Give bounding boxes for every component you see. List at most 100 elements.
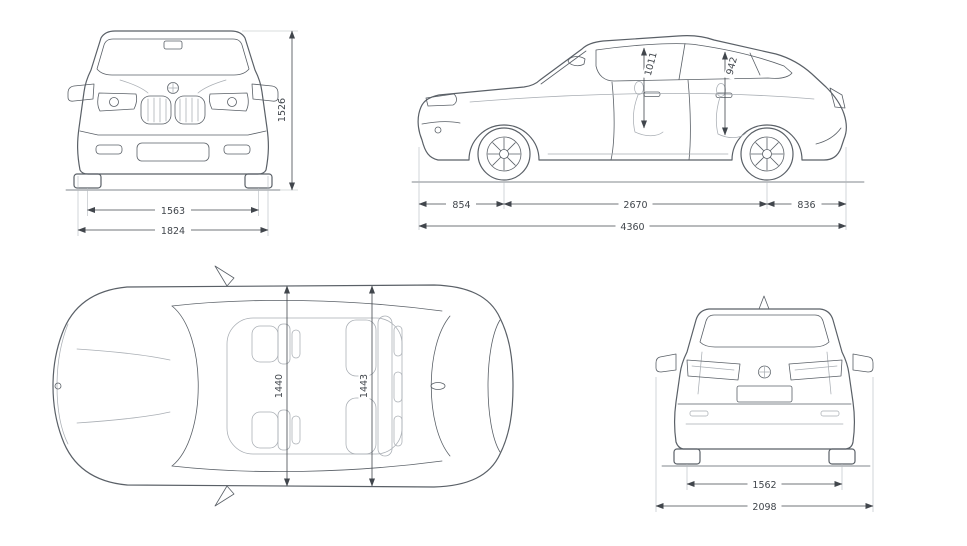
dim-width-incl-mirrors: 2098	[655, 377, 874, 513]
headlight-side	[425, 93, 457, 107]
roof-side-lines	[171, 300, 443, 472]
windshield	[96, 38, 250, 76]
right-headlight	[208, 92, 249, 112]
rear-seat	[715, 96, 747, 138]
b-pillar	[678, 43, 686, 80]
dim-rear-overhang: 836	[766, 198, 847, 211]
hatch-cut-lines	[697, 351, 832, 395]
dim-label-cabin-width-front: 1440	[274, 374, 285, 398]
left-reflector	[689, 410, 709, 417]
c-pillar	[749, 52, 761, 76]
right-taillight-detail	[794, 365, 838, 371]
left-headlight	[97, 92, 138, 112]
rear-body-outline	[673, 308, 856, 450]
right-mirror-top	[214, 485, 235, 507]
rear-seat-back	[377, 315, 393, 457]
roundel-cross	[167, 82, 179, 94]
front-door-handle	[643, 91, 661, 97]
rear-view: 1562 2098	[655, 295, 874, 513]
top-view-dimensions: 1440 1443	[273, 285, 375, 487]
left-mirror	[67, 83, 95, 102]
left-mirror	[655, 353, 677, 373]
hood-creases	[76, 348, 171, 424]
right-fog-slot	[223, 144, 251, 155]
side-interior-dimensions: 1011 942	[641, 47, 741, 136]
dim-label-backing	[155, 224, 191, 236]
dim-label-headroom-rear: 942	[725, 56, 740, 76]
top-view: 1440 1443	[52, 265, 514, 507]
front-body-outline	[77, 30, 269, 175]
wheel-spokes	[487, 137, 521, 171]
side-body-outline	[417, 35, 847, 161]
rear-headrest-left	[393, 325, 403, 357]
dim-label-headroom-front-group: 1011	[641, 48, 661, 80]
left-taillight-detail	[691, 365, 735, 371]
kidney-grille-left	[140, 95, 172, 125]
dim-label-backing	[615, 220, 650, 232]
front-seat-headrest	[634, 81, 644, 95]
dim-label-backing	[791, 198, 822, 210]
left-fog-slot	[95, 144, 123, 155]
dim-label-backing	[747, 478, 782, 490]
license-plate	[736, 385, 793, 403]
rear-seat-cushion-right	[345, 397, 377, 455]
left-mirror-top	[214, 265, 235, 287]
dim-label-wheelbase: 2670	[623, 200, 647, 211]
dim-label-backing	[723, 52, 741, 80]
front-left-seat-back	[277, 323, 291, 365]
character-line	[469, 93, 815, 103]
hood-roundel	[54, 382, 62, 390]
rear-seat-cushion-left	[345, 319, 377, 377]
dim-label-backing	[747, 500, 782, 512]
rear-window	[699, 314, 830, 348]
hood-creases	[119, 79, 227, 94]
dim-label-group: 1440	[273, 370, 285, 402]
rear-bumper-crease	[815, 127, 842, 145]
dim-label-rear-track: 1562	[752, 480, 776, 491]
front-seat	[632, 94, 664, 137]
front-view-car-drawing	[65, 30, 281, 191]
front-tire	[477, 127, 531, 181]
dim-label-group: 1443	[358, 370, 370, 402]
rear-hub	[762, 149, 772, 159]
right-mirror	[852, 353, 874, 373]
taillight-side	[829, 87, 846, 109]
dim-label-rear-overhang: 836	[797, 200, 815, 211]
rear-seat-headrest	[716, 83, 726, 97]
left-tire	[673, 448, 701, 465]
rear-window-top	[430, 315, 451, 457]
windshield-top	[171, 305, 199, 467]
top-view-car-drawing	[52, 265, 514, 507]
dim-cabin-width-front: 1440	[273, 285, 290, 487]
left-headlight-lens	[109, 97, 119, 107]
rear-tire	[740, 127, 794, 181]
front-right-seat-back	[277, 409, 291, 451]
bumper-crease	[79, 130, 267, 136]
dim-front-track: 1563	[87, 188, 259, 217]
rear-headrest-middle	[393, 371, 403, 403]
rearview-mirror	[163, 40, 183, 50]
dim-wheelbase: 2670	[503, 198, 768, 211]
front-left-seat-cushion	[251, 325, 279, 363]
front-right-seat-cushion	[251, 411, 279, 449]
dim-front-overhang: 854	[418, 198, 505, 211]
dim-label-front-overhang: 854	[452, 200, 470, 211]
shark-fin-antenna	[430, 382, 446, 390]
left-taillight	[686, 359, 741, 381]
side-view-car-drawing	[411, 35, 865, 183]
dim-label-backing	[618, 198, 653, 210]
front-right-headrest	[291, 415, 301, 445]
rear-wheel	[740, 127, 794, 181]
side-view: 1011 942 854 2670	[411, 35, 865, 233]
right-taillight	[788, 359, 843, 381]
dim-label-overall-width: 1824	[161, 226, 185, 237]
front-wheel	[477, 127, 531, 181]
side-mirror	[567, 56, 586, 67]
dim-front-height: 1526	[242, 30, 298, 191]
top-body-outline	[52, 284, 514, 488]
lower-intake	[136, 142, 210, 162]
rear-rim	[749, 136, 785, 172]
dim-overall-length: 4360	[418, 220, 847, 233]
wheel-spokes	[750, 137, 784, 171]
